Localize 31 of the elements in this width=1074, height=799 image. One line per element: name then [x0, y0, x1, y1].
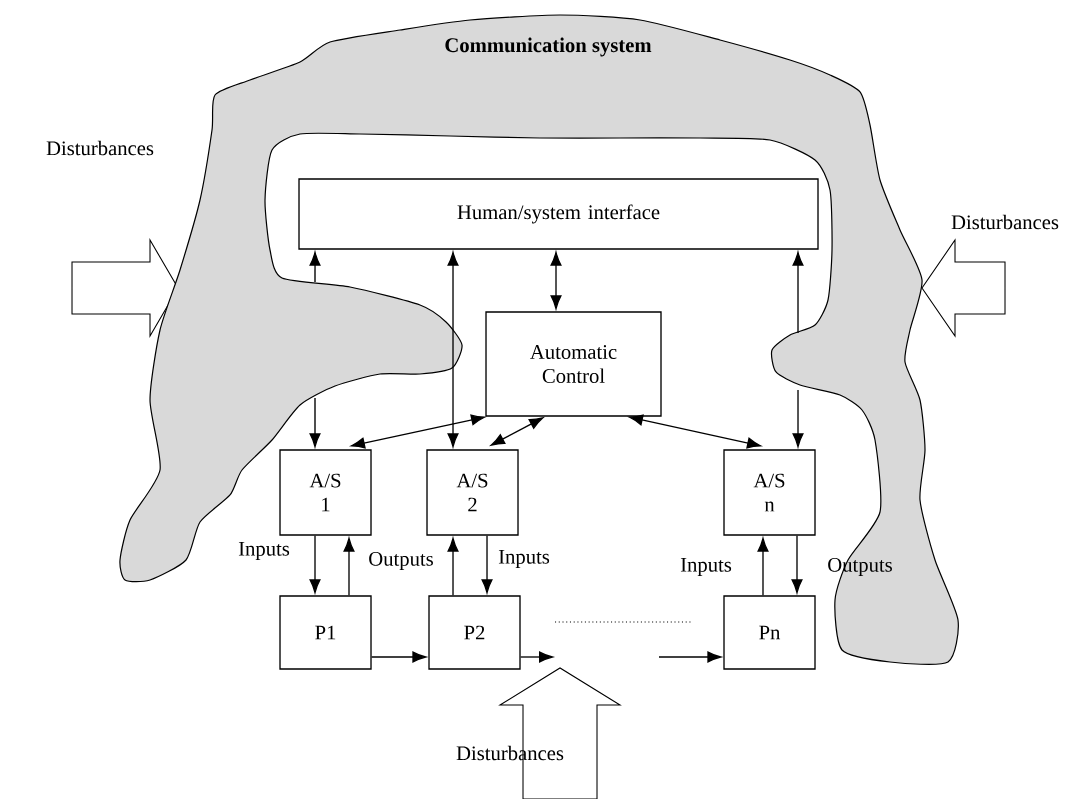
arrow	[309, 397, 321, 448]
arrow	[481, 535, 493, 594]
process-box: Pn	[723, 595, 816, 670]
arrow	[309, 535, 321, 594]
arrow	[490, 417, 544, 446]
edge-label: Inputs	[498, 550, 550, 568]
edge-label: Inputs	[238, 542, 290, 560]
text-label: Disturbances	[456, 745, 564, 761]
process-box: Human/system interface	[298, 178, 819, 250]
arrow	[309, 251, 321, 283]
arrow	[792, 389, 804, 448]
arrow	[343, 537, 355, 596]
arrow	[351, 414, 485, 449]
process-box: P2	[428, 595, 521, 670]
process-box: A/S n	[723, 449, 816, 536]
arrow	[792, 251, 804, 334]
arrow	[658, 651, 722, 663]
process-box: Automatic Control	[485, 311, 662, 417]
edge-label: Outputs	[369, 551, 433, 571]
process-box: A/S 2	[426, 449, 519, 536]
arrow	[447, 537, 459, 596]
arrow	[629, 414, 761, 449]
arrow	[520, 651, 553, 663]
arrow	[550, 251, 562, 310]
arrow	[791, 535, 803, 594]
arrow	[447, 251, 459, 448]
process-box: A/S 1	[279, 449, 372, 536]
process-box: P1	[279, 595, 372, 670]
edge-label: Inputs	[680, 558, 732, 576]
arrow	[757, 537, 769, 596]
arrow	[371, 651, 427, 663]
